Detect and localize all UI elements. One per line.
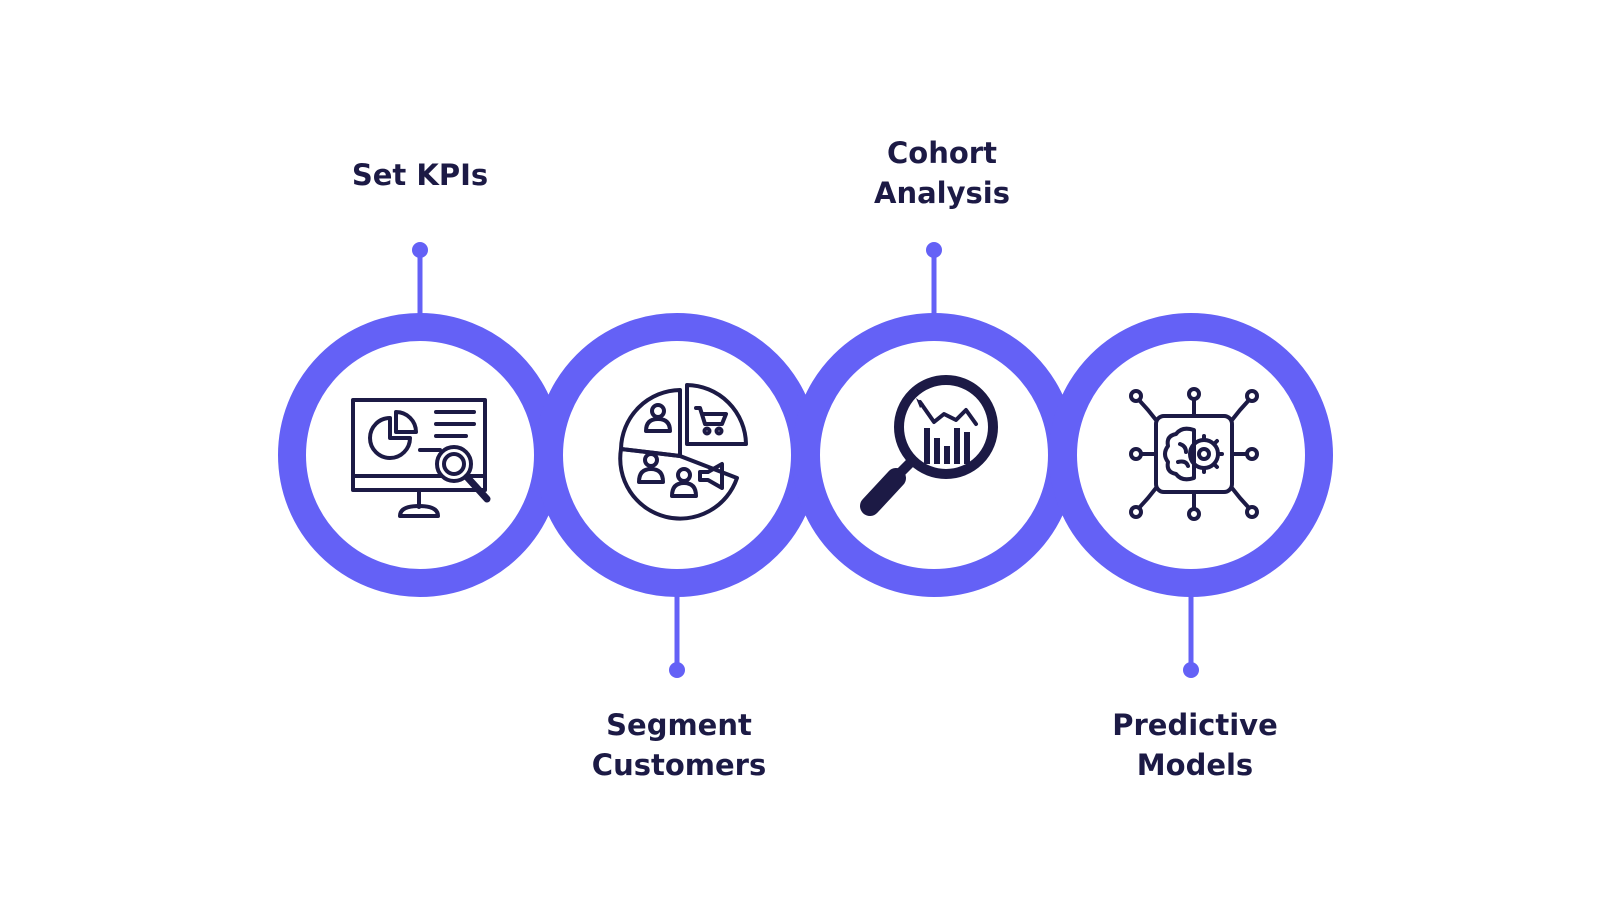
ai-brain-circuit-icon xyxy=(1129,387,1259,521)
customer-segments-pie-icon xyxy=(618,383,748,521)
step-label-segment-customers: Segment Customers xyxy=(591,708,767,782)
connector-2 xyxy=(669,595,685,678)
connector-4 xyxy=(1183,595,1199,678)
step-ring-1 xyxy=(278,313,562,597)
connector-3 xyxy=(926,242,942,315)
monitor-dashboard-magnifier-icon xyxy=(351,398,491,518)
step-label-cohort-analysis: Cohort Analysis xyxy=(874,136,1010,210)
connector-1 xyxy=(412,242,428,315)
magnifier-chart-icon xyxy=(860,375,998,516)
step-label-set-kpis: Set KPIs xyxy=(351,158,489,192)
step-label-predictive-models: Predictive Models xyxy=(1112,708,1278,782)
